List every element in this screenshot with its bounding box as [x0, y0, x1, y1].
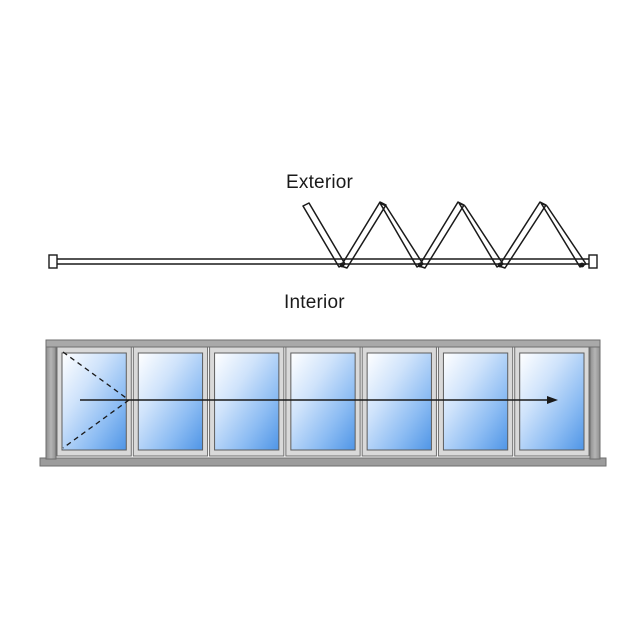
folded-panel — [540, 202, 587, 268]
door-panel — [56, 346, 132, 457]
outer-frame-head — [45, 339, 601, 348]
door-panel — [285, 346, 361, 457]
outer-frame-left — [45, 339, 57, 460]
outer-frame-right — [589, 339, 601, 460]
hinges — [339, 262, 585, 268]
door-panel — [132, 346, 209, 457]
right-jamb — [588, 254, 598, 269]
hinge-swing-indicator — [62, 351, 130, 449]
panel-glass — [61, 352, 127, 451]
door-panel — [209, 346, 285, 457]
folded-panel — [302, 202, 346, 268]
panel-glass — [214, 352, 280, 451]
door-panel — [361, 346, 437, 457]
panel-glass — [442, 352, 509, 451]
exterior-label: Exterior — [286, 172, 354, 193]
interior-label: Interior — [284, 292, 345, 313]
folded-panel — [458, 202, 504, 268]
folded-panels — [302, 201, 587, 269]
folded-panel — [379, 202, 424, 268]
panel-glass — [366, 352, 432, 451]
door-panel — [437, 346, 514, 457]
left-jamb — [48, 254, 58, 269]
panel-glass — [290, 352, 356, 451]
folded-panel — [340, 201, 387, 269]
sill — [39, 457, 607, 467]
door-panels — [56, 346, 590, 457]
slide-direction-arrow — [80, 396, 558, 404]
panel-glass — [137, 352, 204, 451]
